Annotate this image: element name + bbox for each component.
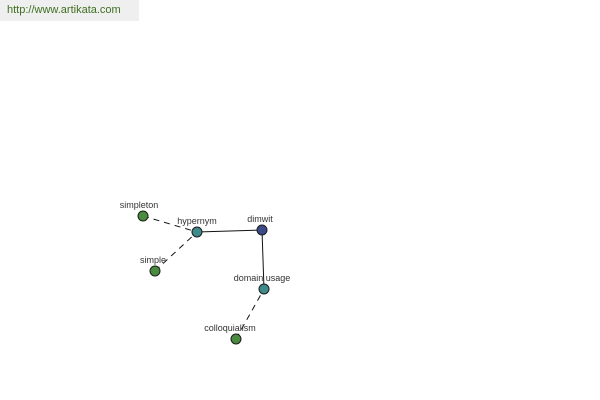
node-label-domainusage[interactable]: domain usage <box>234 273 291 283</box>
edge-colloquialism-domainusage <box>235 288 265 340</box>
node-domainusage[interactable] <box>258 283 270 295</box>
source-url-bar[interactable]: http://www.artikata.com <box>0 0 139 21</box>
edge-simpleton-hypernym <box>142 215 198 233</box>
node-dimwit[interactable] <box>256 224 268 236</box>
node-label-simple[interactable]: simple <box>140 255 166 265</box>
edge-hypernym-dimwit <box>196 229 263 233</box>
source-url-link[interactable]: http://www.artikata.com <box>7 4 121 16</box>
graph-labels: simpleton hypernym dimwit simple domain usag… <box>120 200 291 333</box>
node-label-simpleton[interactable]: simpleton <box>120 200 159 210</box>
graph-edges <box>142 215 265 340</box>
node-label-dimwit[interactable]: dimwit <box>247 214 273 224</box>
node-label-colloquialism[interactable]: colloquialism <box>204 323 256 333</box>
graph-nodes <box>137 210 270 345</box>
edge-dimwit-domainusage <box>261 229 265 290</box>
edge-simple-hypernym <box>154 231 198 272</box>
node-simple[interactable] <box>149 265 161 277</box>
node-simpleton[interactable] <box>137 210 149 222</box>
node-hypernym[interactable] <box>191 226 203 238</box>
node-colloquialism[interactable] <box>230 333 242 345</box>
node-label-hypernym[interactable]: hypernym <box>177 216 217 226</box>
